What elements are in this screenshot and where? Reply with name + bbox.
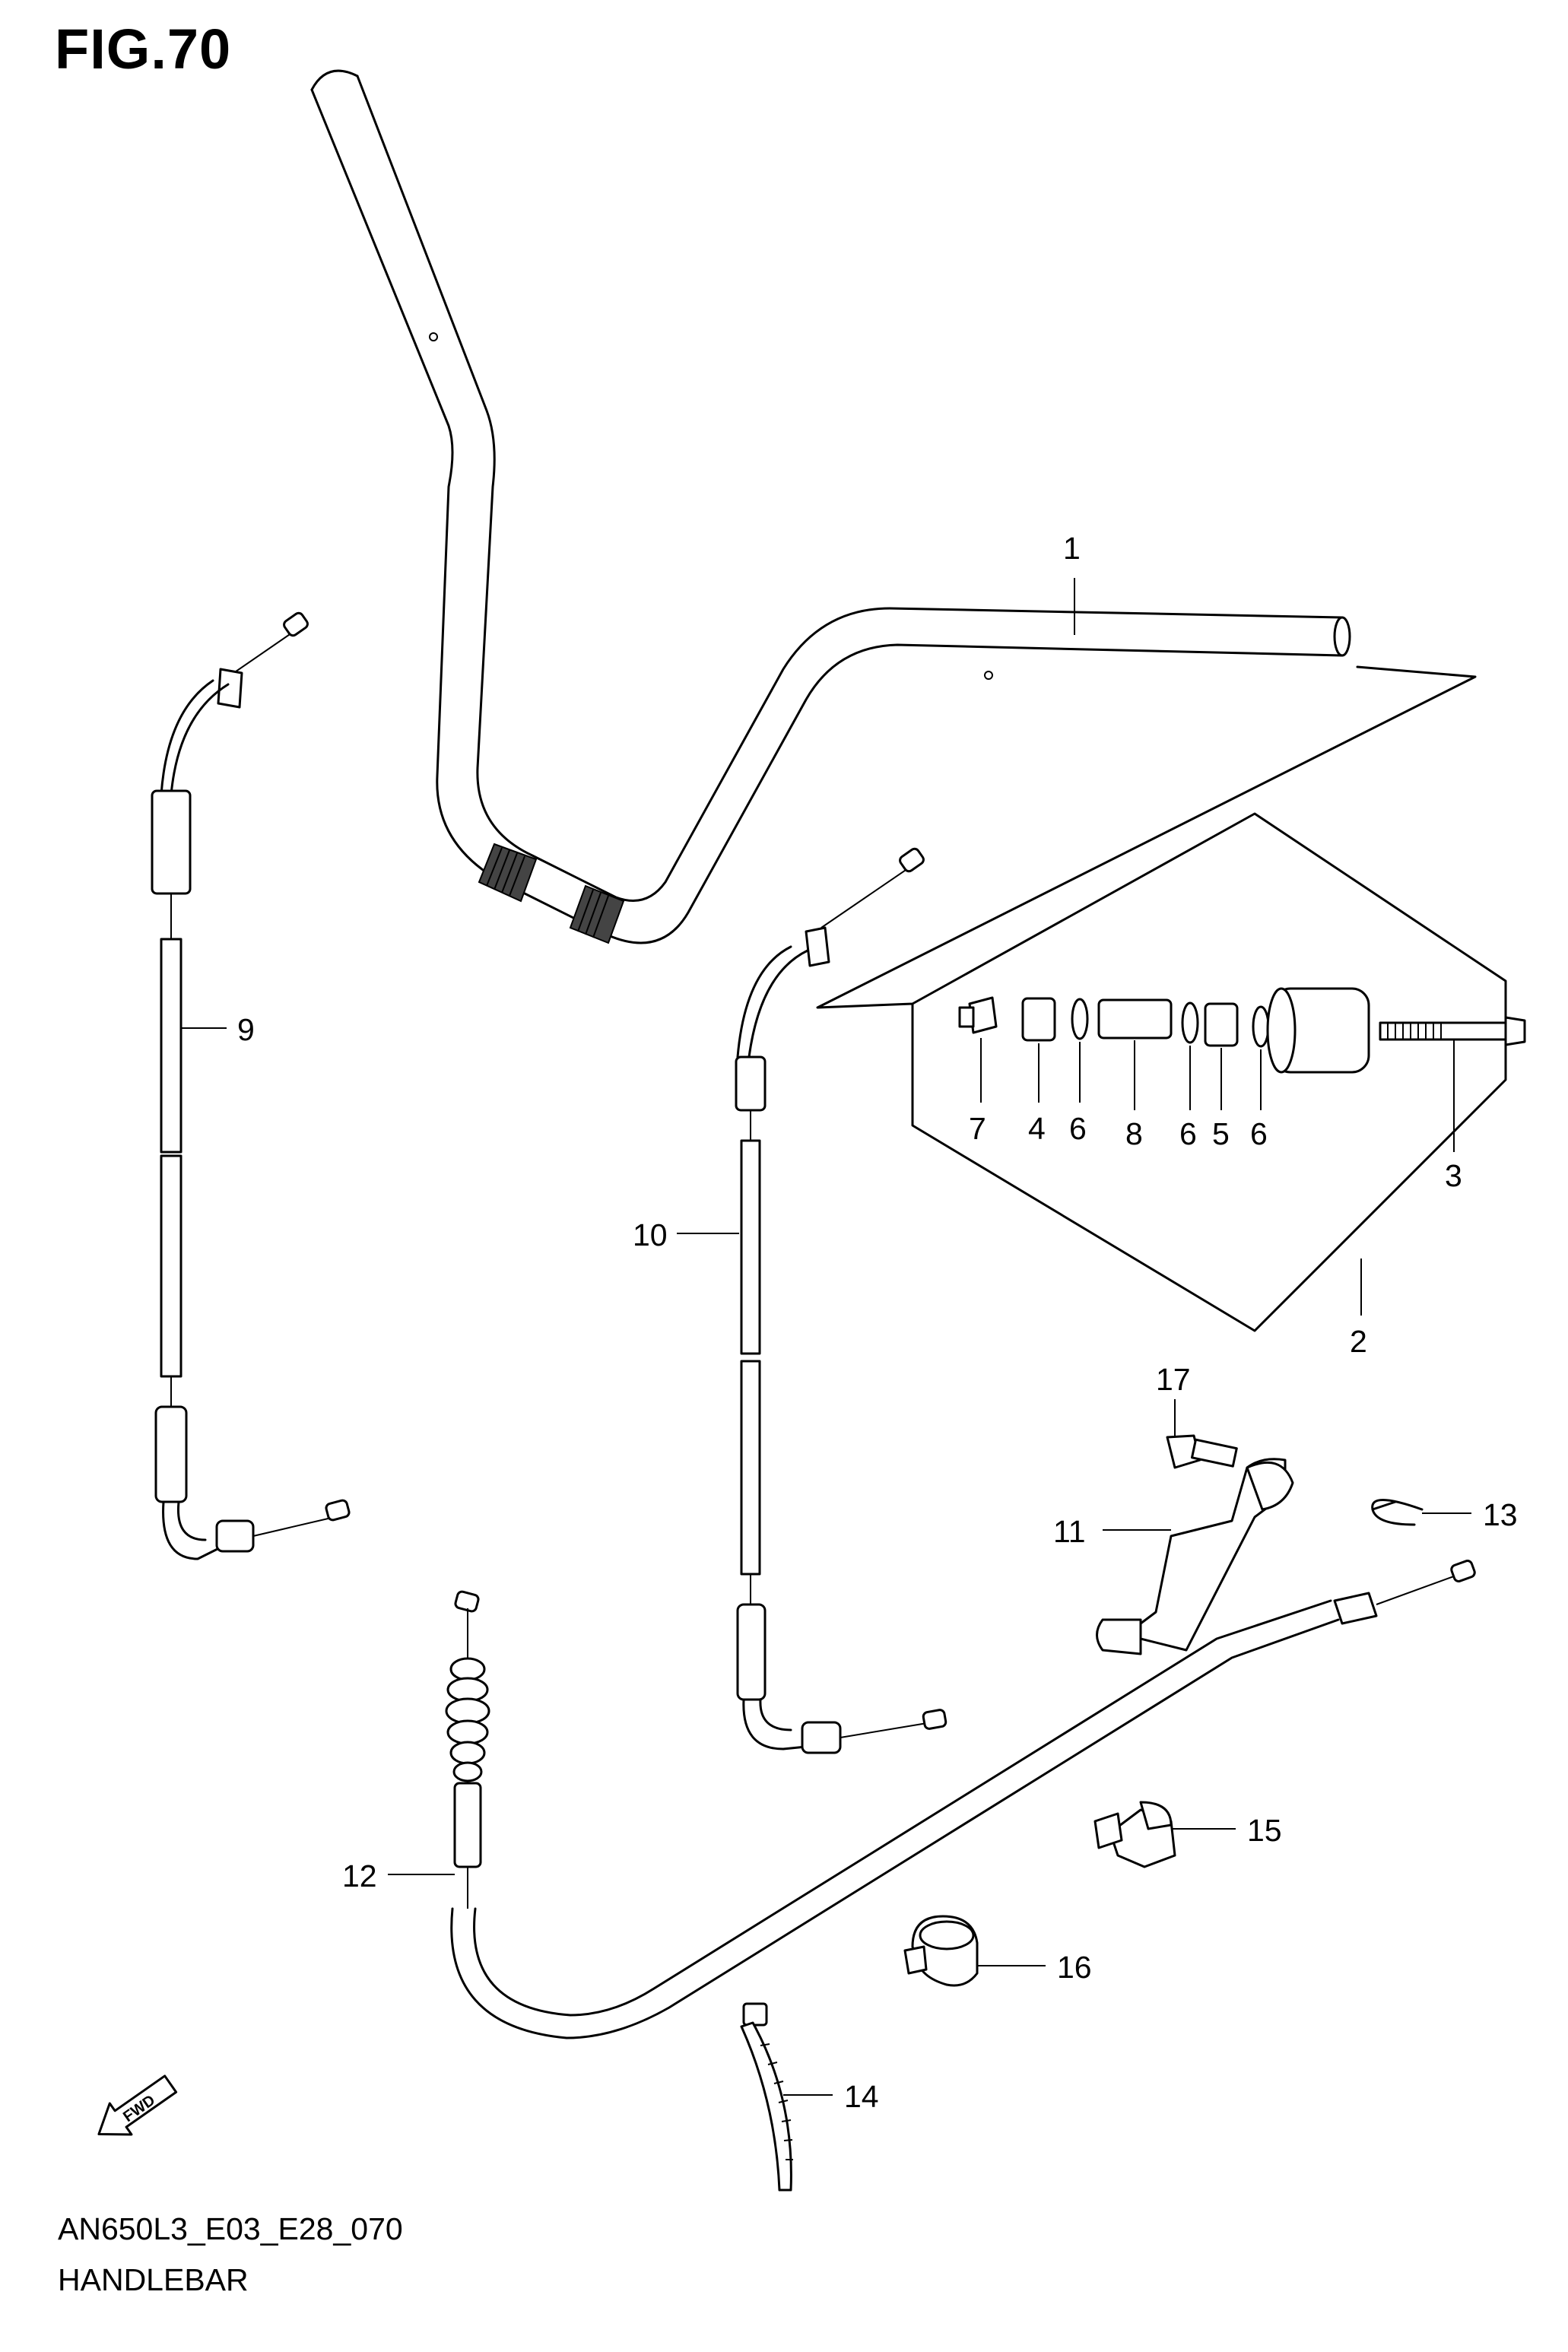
callout-6c: 6 bbox=[1250, 1116, 1268, 1151]
brake-cable-icon[interactable] bbox=[445, 1560, 1476, 2039]
collar-icon bbox=[1204, 1002, 1239, 1047]
nut-icon bbox=[958, 996, 998, 1034]
washer-icon bbox=[1181, 1001, 1199, 1044]
balancer-weight-assembly-icon[interactable] bbox=[816, 665, 1526, 1332]
callout-14: 14 bbox=[844, 2079, 879, 2114]
callout-13: 13 bbox=[1483, 1497, 1518, 1532]
collar-icon bbox=[1021, 997, 1056, 1042]
handlebar-tube-icon[interactable] bbox=[310, 69, 1351, 944]
throttle-cable-icon[interactable] bbox=[151, 611, 351, 1560]
callout-1: 1 bbox=[1063, 531, 1081, 566]
callout-5: 5 bbox=[1212, 1116, 1230, 1151]
callout-17: 17 bbox=[1156, 1362, 1191, 1397]
callout-3: 3 bbox=[1445, 1158, 1462, 1193]
callout-7: 7 bbox=[969, 1111, 986, 1146]
callout-6a: 6 bbox=[1069, 1111, 1087, 1146]
knurl-band-right bbox=[569, 884, 625, 944]
screw-icon bbox=[1379, 1016, 1526, 1046]
callout-10: 10 bbox=[633, 1217, 668, 1252]
cable-clamp-icon[interactable] bbox=[903, 1915, 979, 1987]
callout-16: 16 bbox=[1057, 1950, 1092, 1985]
bolt-icon[interactable] bbox=[1166, 1434, 1238, 1469]
callout-6b: 6 bbox=[1179, 1116, 1197, 1151]
e-ring-clip-icon[interactable] bbox=[1371, 1499, 1424, 1526]
forward-arrow-icon: FWD bbox=[97, 2074, 178, 2136]
washer-icon bbox=[1252, 1005, 1270, 1048]
callout-4: 4 bbox=[1028, 1111, 1046, 1146]
washer-icon bbox=[1071, 998, 1089, 1040]
figure-title: FIG.70 bbox=[55, 17, 232, 81]
cable-clamp-icon[interactable] bbox=[1093, 1801, 1176, 1868]
diagram-code: AN650L3_E03_E28_070 bbox=[58, 2211, 403, 2246]
callout-15: 15 bbox=[1247, 1813, 1282, 1848]
callout-12: 12 bbox=[342, 1858, 377, 1893]
knurl-band-left bbox=[478, 843, 538, 903]
callout-2: 2 bbox=[1350, 1324, 1367, 1359]
cable-tie-icon[interactable] bbox=[740, 2002, 793, 2192]
callout-8: 8 bbox=[1125, 1116, 1143, 1151]
callout-9: 9 bbox=[237, 1012, 255, 1047]
callout-11: 11 bbox=[1053, 1514, 1086, 1549]
diagram-name: HANDLEBAR bbox=[58, 2262, 249, 2297]
lever-bracket-icon[interactable] bbox=[1096, 1458, 1294, 1655]
tube-icon bbox=[1097, 998, 1173, 1040]
throttle-cable-icon[interactable] bbox=[735, 847, 947, 1754]
